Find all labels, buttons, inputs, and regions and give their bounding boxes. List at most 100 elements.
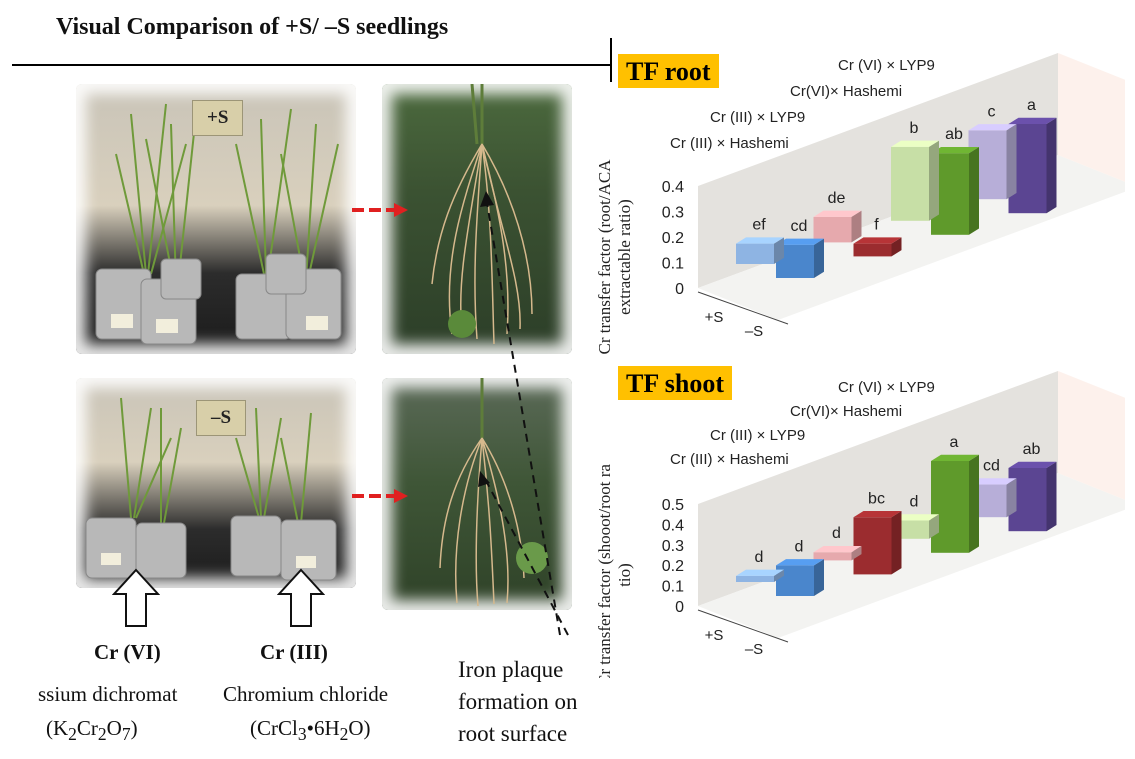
bar-side bbox=[814, 238, 824, 278]
photo-plus-s-root bbox=[382, 84, 572, 354]
y-tick-label: 0 bbox=[675, 599, 684, 616]
bar-top bbox=[968, 478, 1017, 485]
series-label: Cr (VI) × LYP9 bbox=[838, 57, 935, 74]
y-axis-title-line-2: extractable ratio) bbox=[615, 199, 634, 315]
bar-top bbox=[736, 237, 784, 244]
bar-front bbox=[931, 461, 969, 553]
bar-side bbox=[774, 237, 784, 264]
iron-plaque-pointer-arrows bbox=[478, 191, 569, 636]
minus-s-badge: –S bbox=[196, 400, 247, 436]
series-label: Cr (III) × Hashemi bbox=[670, 451, 789, 468]
minus-s-root-drawing bbox=[439, 378, 548, 607]
bar-letter-label: d bbox=[910, 493, 919, 510]
bar-top bbox=[1008, 461, 1057, 468]
bar-side bbox=[891, 237, 902, 257]
red-arrow-bottom bbox=[352, 489, 408, 503]
bar-side bbox=[851, 210, 862, 243]
bar-side bbox=[929, 140, 939, 221]
section-divider bbox=[610, 38, 612, 82]
bar-top bbox=[736, 569, 784, 576]
bar-letter-label: a bbox=[1027, 97, 1036, 114]
bar-side bbox=[891, 511, 902, 575]
bar-top bbox=[813, 210, 862, 217]
bar-letter-label: a bbox=[950, 434, 959, 451]
cr3-formula: (CrCl3•6H2O) bbox=[250, 716, 371, 745]
bar-front bbox=[853, 517, 892, 575]
bar-letter-label: ef bbox=[752, 217, 766, 234]
bar-letter-label: b bbox=[910, 120, 919, 137]
bar-letter-label: f bbox=[874, 217, 879, 234]
bar-letter-label: d bbox=[795, 538, 804, 555]
y-tick-label: 0.1 bbox=[662, 256, 684, 273]
bar-side bbox=[969, 146, 979, 235]
bar-side bbox=[1006, 478, 1017, 518]
bar-top bbox=[853, 511, 902, 518]
bar-side bbox=[1006, 124, 1017, 200]
bar-letter-label: ab bbox=[945, 126, 963, 143]
bar-front bbox=[813, 216, 852, 243]
photo-plus-s-plants: +S bbox=[76, 84, 356, 354]
bar-side bbox=[969, 454, 979, 553]
cr6-label: Cr (VI) bbox=[94, 640, 161, 664]
y-tick-label: 0.4 bbox=[662, 179, 684, 196]
tf-root-tag: TF root bbox=[618, 54, 719, 88]
y-tick-label: 0.3 bbox=[662, 538, 684, 555]
bar-front bbox=[853, 243, 892, 257]
bar-side bbox=[774, 569, 784, 582]
iron-plaque-line-2: formation on bbox=[458, 689, 578, 714]
bar-letter-label: d bbox=[832, 525, 841, 542]
y-axis-title-line-2: tio) bbox=[615, 563, 634, 587]
cr6-up-arrow bbox=[112, 568, 160, 627]
y-tick-label: 0 bbox=[675, 281, 684, 298]
bar-top bbox=[891, 140, 939, 147]
iron-plaque-annotation: Iron plaque formation on root surface bbox=[458, 654, 577, 750]
bar-top bbox=[931, 146, 979, 154]
series-label: Cr(VI)× Hashemi bbox=[790, 403, 902, 420]
bar-front bbox=[813, 552, 852, 561]
cr6-formula: (K2Cr2O7) bbox=[46, 716, 138, 745]
tf-shoot-tag: TF shoot bbox=[618, 366, 732, 400]
cr3-label: Cr (III) bbox=[260, 640, 328, 664]
cr3-up-arrow bbox=[277, 568, 325, 627]
red-arrow-top bbox=[352, 203, 408, 217]
bar-letter-label: bc bbox=[868, 490, 885, 507]
minus-s-plants-drawing bbox=[85, 397, 337, 581]
x-axis-line bbox=[697, 291, 789, 325]
plus-s-plants-drawing bbox=[95, 103, 342, 345]
y-tick-label: 0.1 bbox=[662, 579, 684, 596]
bar-top bbox=[1008, 117, 1057, 124]
bar-top bbox=[853, 237, 902, 244]
y-axis-title-line-1: Cr transfer factor (shooot/root ra bbox=[595, 464, 614, 678]
bar-letter-label: cd bbox=[791, 218, 808, 235]
bar-side bbox=[1046, 461, 1057, 532]
bar-letter-label: c bbox=[988, 103, 996, 120]
chart-back-wall bbox=[698, 53, 1058, 288]
bar-top bbox=[813, 545, 862, 553]
y-tick-label: 0.2 bbox=[662, 230, 684, 247]
figure-title: Visual Comparison of +S/ –S seedlings bbox=[56, 14, 449, 40]
chart-back-wall bbox=[698, 371, 1058, 606]
bar-side bbox=[1046, 117, 1057, 214]
plus-s-badge: +S bbox=[192, 100, 244, 136]
bar-letter-label: de bbox=[828, 190, 846, 207]
series-label: Cr (III) × Hashemi bbox=[670, 135, 789, 152]
y-tick-label: 0.2 bbox=[662, 558, 684, 575]
photo-minus-s-root bbox=[382, 378, 572, 610]
chart-side-wall bbox=[1058, 371, 1125, 500]
x-category-label: –S bbox=[745, 641, 763, 658]
bar-front bbox=[736, 575, 774, 582]
bar-top bbox=[891, 514, 939, 521]
bar-side bbox=[851, 545, 862, 561]
bar-side bbox=[929, 514, 939, 539]
y-tick-label: 0.4 bbox=[662, 517, 684, 534]
iron-plaque-line-1: Iron plaque bbox=[458, 657, 564, 682]
chart-side-wall bbox=[1058, 53, 1125, 182]
series-label: Cr (VI) × LYP9 bbox=[838, 379, 935, 396]
x-axis-line bbox=[697, 609, 789, 643]
series-label: Cr (III) × LYP9 bbox=[710, 109, 805, 126]
bar-letter-label: d bbox=[755, 549, 764, 566]
plus-s-root-drawing bbox=[431, 84, 533, 345]
cr3-compound: Chromium chloride bbox=[223, 682, 389, 706]
bar-front bbox=[891, 146, 929, 221]
